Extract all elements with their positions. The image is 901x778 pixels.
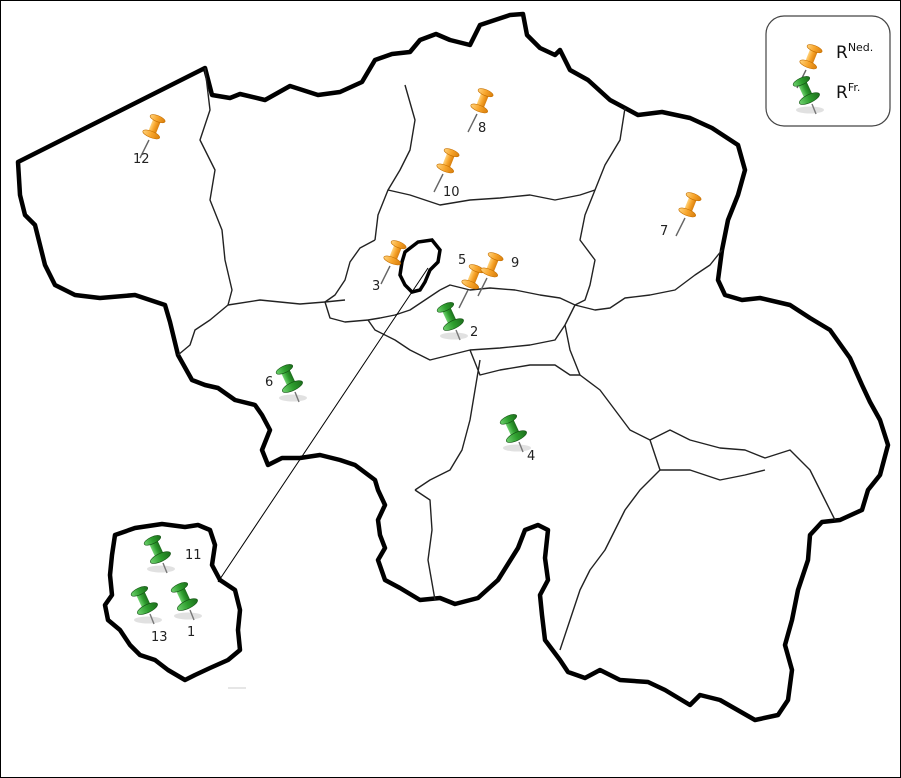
pin-label: 11	[185, 548, 202, 563]
brussels-inset	[102, 521, 243, 683]
legend-item-ned: RNed.	[836, 41, 873, 63]
pin-label: 5	[458, 253, 466, 268]
pin-label: 2	[470, 325, 478, 340]
pin-label: 3	[372, 279, 380, 294]
pin-label: 8	[478, 121, 486, 136]
pin-label: 6	[265, 375, 273, 390]
pin-label: 10	[443, 185, 460, 200]
pin-label: 13	[151, 630, 168, 645]
brussels-region	[398, 238, 442, 294]
green-pin-icon	[167, 578, 203, 621]
legend-item-fr: RFr.	[836, 81, 860, 103]
green-pin-icon	[433, 298, 469, 341]
pin-label: 1	[187, 625, 195, 640]
green-pin-icon	[272, 360, 308, 403]
green-pin-icon	[127, 582, 163, 625]
pin-label: 4	[527, 449, 535, 464]
pin-label: 7	[660, 224, 668, 239]
orange-pin-icon	[675, 189, 704, 237]
legend: RNed. RFr.	[765, 15, 891, 127]
country-border	[15, 11, 891, 723]
inset-connector-line	[217, 267, 429, 583]
green-pin-icon	[496, 410, 532, 453]
pin-label: 12	[133, 152, 150, 167]
green-pin-icon	[140, 531, 176, 574]
pin-label: 9	[511, 256, 519, 271]
province-borders	[177, 67, 836, 651]
